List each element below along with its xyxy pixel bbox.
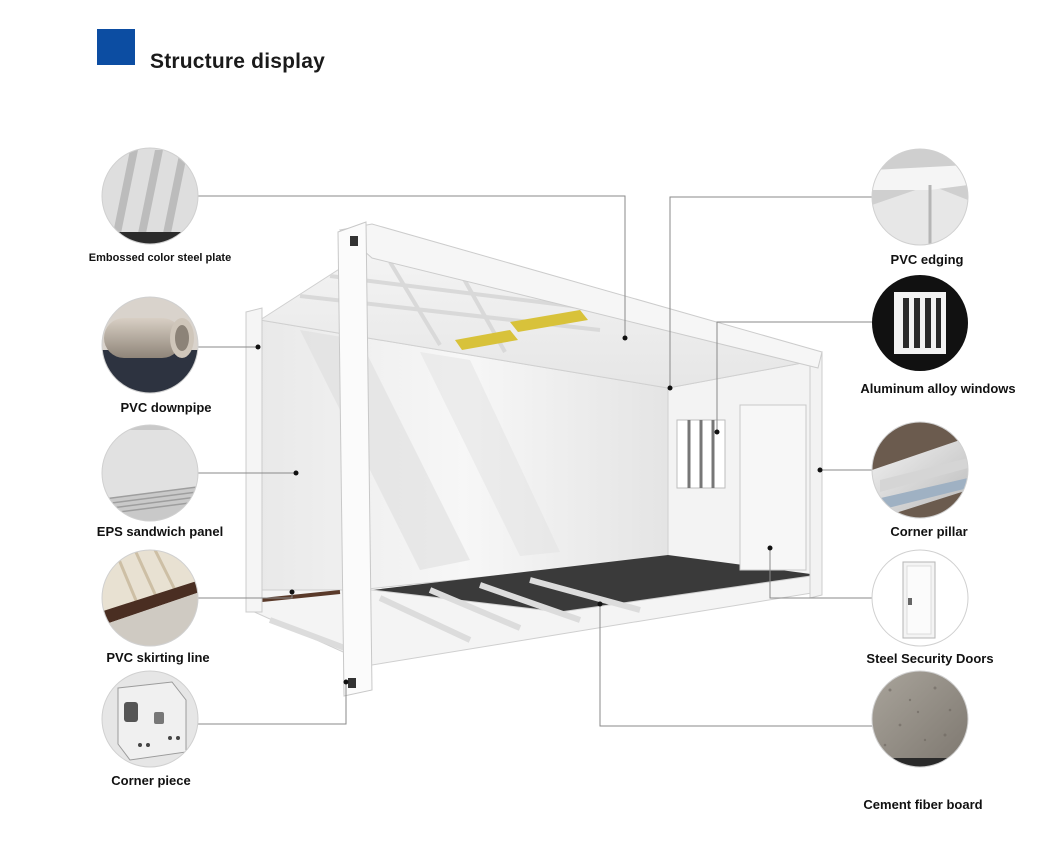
label-corner-piece: Corner piece: [111, 773, 191, 788]
steel-pillar-icon: [871, 421, 969, 519]
label-aluminum-alloy-windows: Aluminum alloy windows: [860, 381, 1016, 396]
door-icon: [871, 549, 969, 647]
skirting-strip-icon: [101, 549, 199, 647]
leader-dots: [255, 335, 823, 685]
label-pvc-edging: PVC edging: [890, 252, 964, 267]
title-accent-square: [97, 29, 135, 65]
window-bars-icon: [872, 275, 968, 371]
container-house: [245, 221, 823, 697]
fiber-board-texture-icon: [871, 670, 969, 768]
corner-casting-icon: [101, 670, 199, 768]
leader-lines: [198, 195, 873, 727]
pipe-icon: [101, 296, 199, 394]
corrugated-steel-sheet-icon: [101, 147, 199, 245]
container-door: [739, 404, 807, 571]
label-corner-pillar: Corner pillar: [890, 524, 968, 539]
label-eps-sandwich-panel: EPS sandwich panel: [96, 524, 224, 539]
label-pvc-skirting-line: PVC skirting line: [106, 650, 210, 665]
label-pvc-downpipe: PVC downpipe: [120, 400, 212, 415]
label-embossed-color-steel-plate: Embossed color steel plate: [88, 252, 232, 264]
label-steel-security-doors: Steel Security Doors: [866, 651, 994, 666]
edging-corner-icon: [871, 148, 969, 246]
page-title: Structure display: [150, 50, 325, 73]
panel-stack-icon: [101, 424, 199, 522]
label-cement-fiber-board: Cement fiber board: [863, 797, 983, 812]
